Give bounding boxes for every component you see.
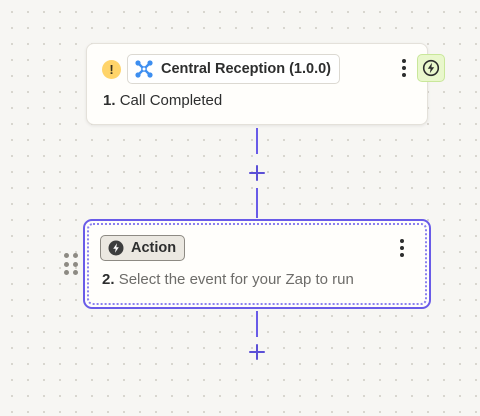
step-placeholder: Select the event for your Zap to run	[118, 271, 354, 288]
action-type-label: Action	[131, 240, 177, 256]
connector-line	[256, 188, 258, 218]
trigger-step-title: 1. Call Completed	[103, 92, 222, 109]
app-chip[interactable]: Central Reception (1.0.0)	[127, 54, 341, 84]
action-type-chip[interactable]: Action	[100, 235, 186, 261]
action-more-options-icon[interactable]	[392, 236, 412, 260]
central-reception-logo-icon	[135, 60, 153, 78]
lightning-bolt-icon	[108, 240, 124, 256]
add-step-plus-icon[interactable]	[247, 163, 267, 183]
trigger-more-options-icon[interactable]	[394, 56, 414, 80]
warning-icon[interactable]: !	[102, 60, 121, 79]
step-number: 1.	[103, 92, 116, 109]
connector-line	[256, 128, 258, 154]
trigger-step-card[interactable]: ! Central Reception (1.0.0)	[86, 43, 445, 125]
lightning-bolt-icon	[422, 59, 440, 77]
action-step-title: 2. Select the event for your Zap to run	[102, 271, 354, 288]
action-step-card[interactable]: Action 2. Select the event for your Zap …	[83, 219, 431, 309]
step-title: Call Completed	[119, 92, 223, 109]
trigger-badge[interactable]	[417, 54, 445, 82]
connector-line	[256, 311, 258, 337]
app-name: Central Reception (1.0.0)	[161, 61, 332, 77]
step-number: 2.	[102, 271, 115, 288]
add-step-plus-icon[interactable]	[247, 342, 267, 362]
drag-handle-icon[interactable]	[64, 253, 78, 275]
